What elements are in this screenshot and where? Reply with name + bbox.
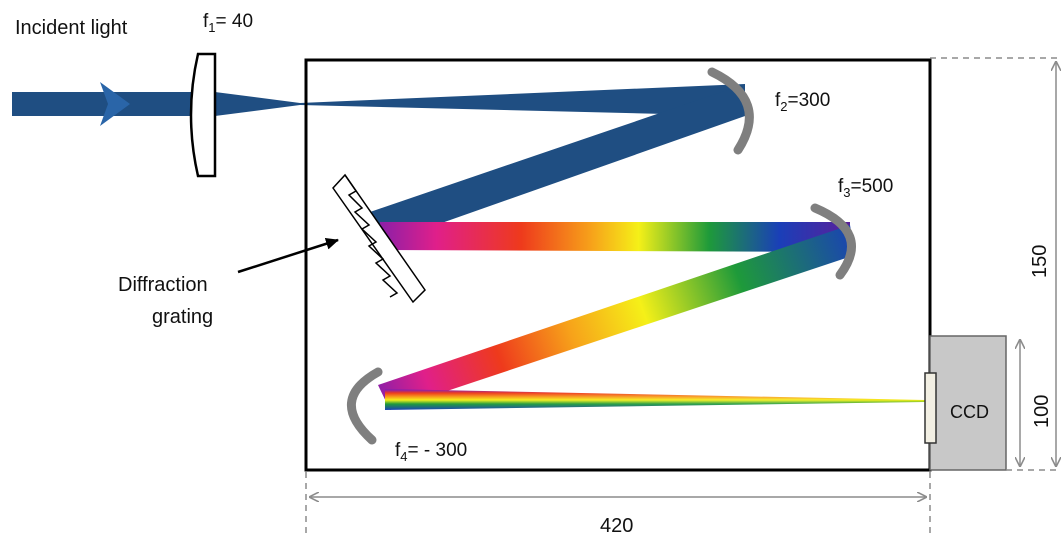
f3-label: f3=500 xyxy=(838,176,893,200)
incident-light-label: Incident light xyxy=(15,17,128,39)
dimension-150-label: 150 xyxy=(1029,245,1051,278)
f2-label: f2=300 xyxy=(775,90,830,114)
spectrometer-enclosure xyxy=(304,58,932,472)
f1-label: f1= 40 xyxy=(203,11,253,35)
grating-pointer-arrow xyxy=(237,237,339,274)
mirror-f4 xyxy=(346,367,383,445)
collimated-beam xyxy=(370,84,745,243)
mirror-f3 xyxy=(810,203,856,280)
ccd-label: CCD xyxy=(950,402,989,422)
diffraction-grating-label-line2: grating xyxy=(152,306,213,328)
diffraction-grating xyxy=(332,173,426,304)
ccd-sensor xyxy=(924,372,937,444)
expanding-beam xyxy=(300,84,745,116)
mirror-f2 xyxy=(707,67,754,155)
incident-beam xyxy=(12,82,197,126)
dimension-100-label: 100 xyxy=(1031,395,1053,428)
dimension-extension-lines xyxy=(305,57,1060,538)
diffraction-grating-label-line1: Diffraction xyxy=(118,274,208,296)
dimension-420-label: 420 xyxy=(600,515,633,537)
lens-f1 xyxy=(189,52,217,178)
dispersed-beam-diagonal xyxy=(378,225,855,410)
f4-label: f4= - 300 xyxy=(395,440,467,464)
focusing-beam xyxy=(215,92,300,116)
dispersed-beam-top xyxy=(380,222,850,252)
